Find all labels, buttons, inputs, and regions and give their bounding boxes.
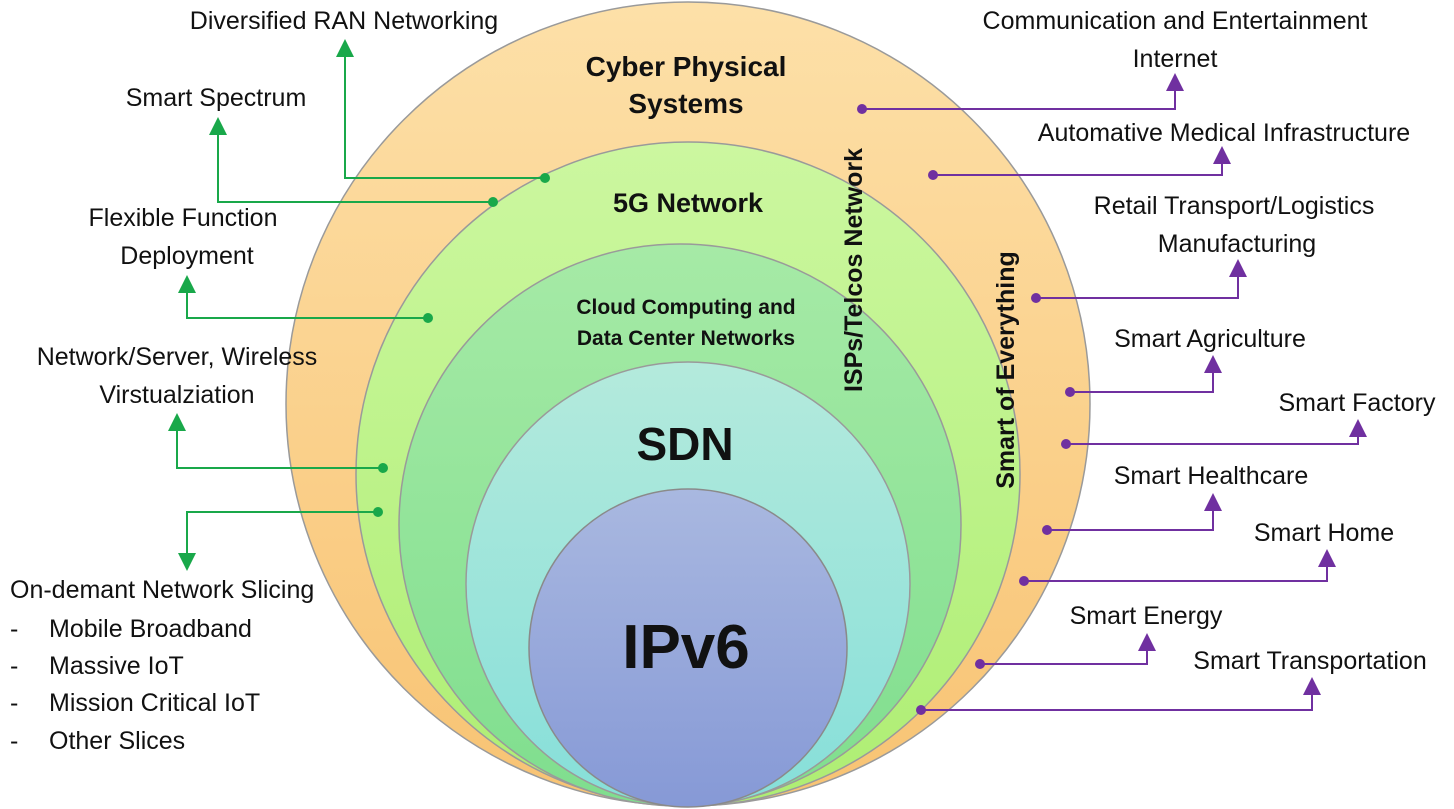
left-connectors: [168, 39, 545, 571]
healthcare-label: Smart Healthcare: [1114, 462, 1309, 490]
connector-healthcare: [1047, 493, 1222, 531]
isp-telcos-label: ISPs/Telcos Network: [840, 148, 868, 392]
sdn-label: SDN: [636, 418, 733, 470]
slice-item: Mission Critical IoT: [49, 689, 260, 717]
dot-agriculture: [1065, 387, 1075, 397]
left-connector-dots: [373, 173, 550, 517]
connector-transportation: [921, 677, 1321, 711]
connector-agriculture: [1070, 355, 1222, 393]
slicing-title: On-demant Network Slicing: [10, 576, 314, 604]
comm-label-line1: Communication and Entertainment: [983, 7, 1368, 35]
dot-energy: [975, 659, 985, 669]
cloud-label-line2: Data Center Networks: [577, 327, 795, 350]
ipv6-layer: [528, 488, 848, 808]
dot-spectrum: [488, 197, 498, 207]
dot-factory: [1061, 439, 1071, 449]
home-label: Smart Home: [1254, 519, 1394, 547]
dot-healthcare: [1042, 525, 1052, 535]
slice-list: - Mobile Broadband - Massive IoT - Missi…: [10, 615, 260, 755]
retail-label-line2: Manufacturing: [1158, 230, 1316, 258]
cps-label-line1: Cyber Physical: [586, 51, 787, 82]
connector-medical: [933, 146, 1231, 176]
dot-transportation: [916, 705, 926, 715]
flexible-label-line2: Deployment: [120, 242, 253, 270]
slice-dash: -: [10, 689, 18, 717]
connector-factory: [1066, 419, 1367, 445]
ran-label: Diversified RAN Networking: [190, 7, 498, 35]
retail-label-line1: Retail Transport/Logistics: [1094, 192, 1375, 220]
cloud-label-line1: Cloud Computing and: [576, 296, 795, 319]
energy-label: Smart Energy: [1070, 602, 1223, 630]
smart-of-everything-label: Smart of Everything: [992, 251, 1020, 489]
ipv6-label: IPv6: [622, 613, 750, 682]
connector-retail: [1036, 259, 1247, 299]
flexible-label-line1: Flexible Function: [89, 204, 278, 232]
connector-energy: [980, 633, 1156, 665]
factory-label: Smart Factory: [1279, 389, 1436, 417]
slice-dash: -: [10, 652, 18, 680]
slice-item: Massive IoT: [49, 652, 184, 680]
right-connector-dots: [857, 104, 1075, 715]
connector-spectrum: [209, 117, 493, 203]
connector-home: [1024, 549, 1336, 582]
connector-flexible: [178, 275, 428, 319]
dot-retail: [1031, 293, 1041, 303]
dot-medical: [928, 170, 938, 180]
virtualization-label-line1: Network/Server, Wireless: [37, 343, 318, 371]
comm-label-line2: Internet: [1133, 45, 1218, 73]
dot-flexible: [423, 313, 433, 323]
dot-comm: [857, 104, 867, 114]
transportation-label: Smart Transportation: [1193, 647, 1426, 675]
dot-ran: [540, 173, 550, 183]
slice-dash: -: [10, 615, 18, 643]
connector-comm: [862, 73, 1184, 110]
connector-virtualization: [168, 413, 383, 469]
agriculture-label: Smart Agriculture: [1114, 325, 1306, 353]
spectrum-label: Smart Spectrum: [126, 84, 307, 112]
right-connectors: [862, 73, 1367, 711]
dot-home: [1019, 576, 1029, 586]
medical-label: Automative Medical Infrastructure: [1038, 119, 1410, 147]
slice-item: Other Slices: [49, 727, 185, 755]
connector-ran: [336, 39, 545, 179]
dot-slicing: [373, 507, 383, 517]
virtualization-label-line2: Virstualziation: [99, 381, 254, 409]
connector-slicing: [178, 511, 378, 571]
slice-dash: -: [10, 727, 18, 755]
5g-network-label: 5G Network: [613, 188, 764, 218]
dot-virtualization: [378, 463, 388, 473]
cps-label-line2: Systems: [628, 88, 743, 119]
slice-item: Mobile Broadband: [49, 615, 252, 643]
